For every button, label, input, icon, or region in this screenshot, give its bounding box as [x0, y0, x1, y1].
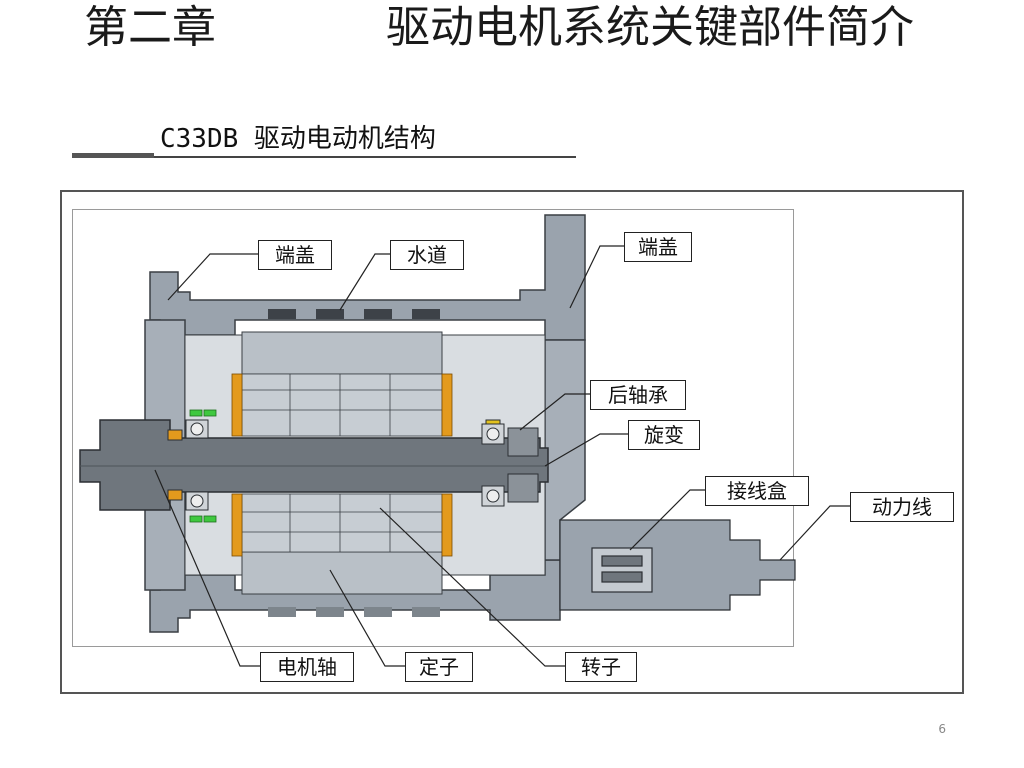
- subtitle-accent-bar: [72, 153, 154, 158]
- page-number: 6: [938, 722, 946, 736]
- label-stator: 定子: [405, 652, 473, 682]
- label-end-cover-right: 端盖: [624, 232, 692, 262]
- label-rotor: 转子: [565, 652, 637, 682]
- leader-lines: [154, 245, 850, 667]
- stator-windings: [231, 373, 453, 557]
- front-bearing: [167, 419, 209, 511]
- slide-subtitle: C33DB 驱动电动机结构: [160, 124, 436, 154]
- resolver-shape: [507, 427, 539, 503]
- rear-bearing-shape: [481, 419, 505, 507]
- water-channels: [268, 309, 440, 617]
- title-main: 驱动电机系统关键部件简介: [386, 2, 914, 53]
- label-motor-shaft: 电机轴: [260, 652, 354, 682]
- label-resolver: 旋变: [628, 420, 700, 450]
- label-water-channel: 水道: [390, 240, 464, 270]
- chapter-label: 第二章: [84, 2, 216, 53]
- stator-laminations: [241, 373, 443, 553]
- label-power-cable: 动力线: [850, 492, 954, 522]
- housing-top: [149, 214, 586, 341]
- subtitle-underline: [154, 156, 576, 158]
- motor-shaft-shape: [79, 419, 549, 511]
- label-junction-box: 接线盒: [705, 476, 809, 506]
- label-end-cover-left: 端盖: [258, 240, 332, 270]
- slide-title: 第二章 驱动电机系统关键部件简介: [84, 2, 964, 54]
- label-rear-bearing: 后轴承: [590, 380, 686, 410]
- junction-box-shape: [559, 519, 796, 611]
- figure-inner-border: [72, 209, 794, 647]
